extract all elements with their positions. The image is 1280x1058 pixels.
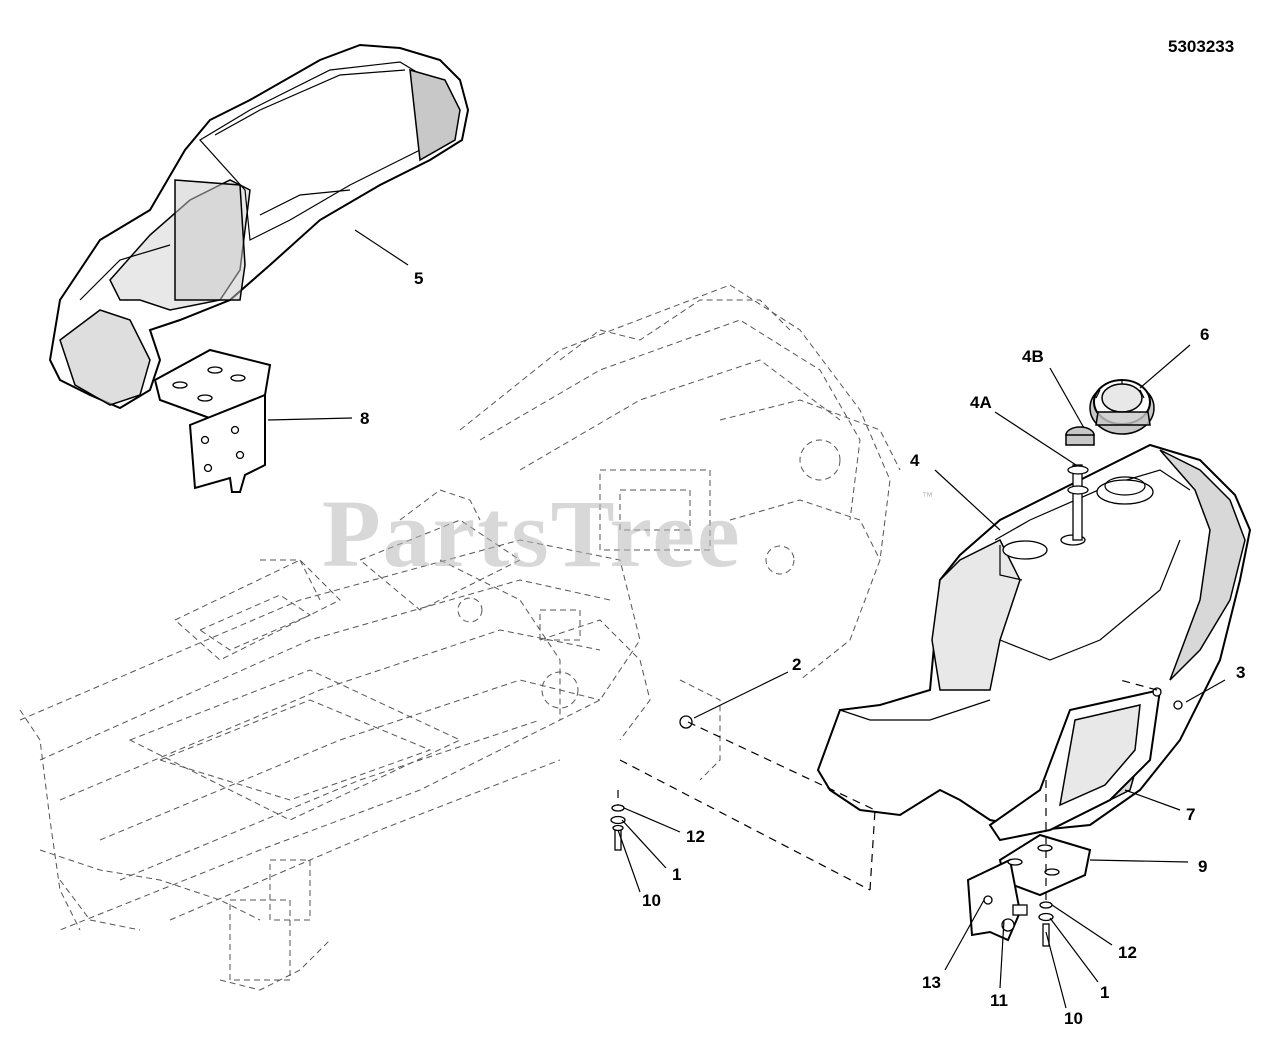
callout-6: 6 (1200, 325, 1209, 344)
callout-12-right: 12 (1118, 943, 1137, 962)
callout-4A: 4A (970, 393, 992, 412)
left-fender-pod (48, 43, 470, 410)
watermark-trademark: ™ (922, 491, 933, 503)
hardware-right (1001, 687, 1183, 947)
callout-11: 11 (990, 991, 1008, 1010)
callout-7: 7 (1186, 805, 1195, 824)
fuel-gauge-sender (1065, 426, 1095, 541)
callout-labels: 5 8 6 4B 4A 4 2 3 7 9 12 1 10 12 1 10 13… (360, 269, 1245, 1028)
side-shield (988, 688, 1162, 842)
callout-4B: 4B (1022, 347, 1044, 366)
callout-8: 8 (360, 409, 369, 428)
mower-frame-outline (19, 284, 901, 991)
document-number: 5303233 (1168, 37, 1234, 56)
callout-9: 9 (1198, 857, 1207, 876)
assembly-lines (617, 679, 1158, 900)
callout-3: 3 (1236, 663, 1245, 682)
hardware-left (610, 715, 693, 851)
callout-5: 5 (414, 269, 423, 288)
watermark: PartsTree (322, 480, 742, 587)
callout-4: 4 (910, 451, 920, 470)
callout-1-left: 1 (672, 865, 681, 884)
callout-2: 2 (792, 655, 801, 674)
right-fender-fuel-tank (816, 443, 1252, 832)
callout-12-left: 12 (686, 827, 705, 846)
right-mounting-bracket (966, 833, 1092, 942)
callout-10-right: 10 (1064, 1009, 1083, 1028)
leader-lines (267, 229, 1226, 1009)
callout-10-left: 10 (642, 891, 661, 910)
callout-1-right: 1 (1100, 983, 1109, 1002)
left-mounting-bracket (153, 348, 272, 493)
callout-13: 13 (922, 973, 941, 992)
fuel-cap (1089, 379, 1155, 435)
